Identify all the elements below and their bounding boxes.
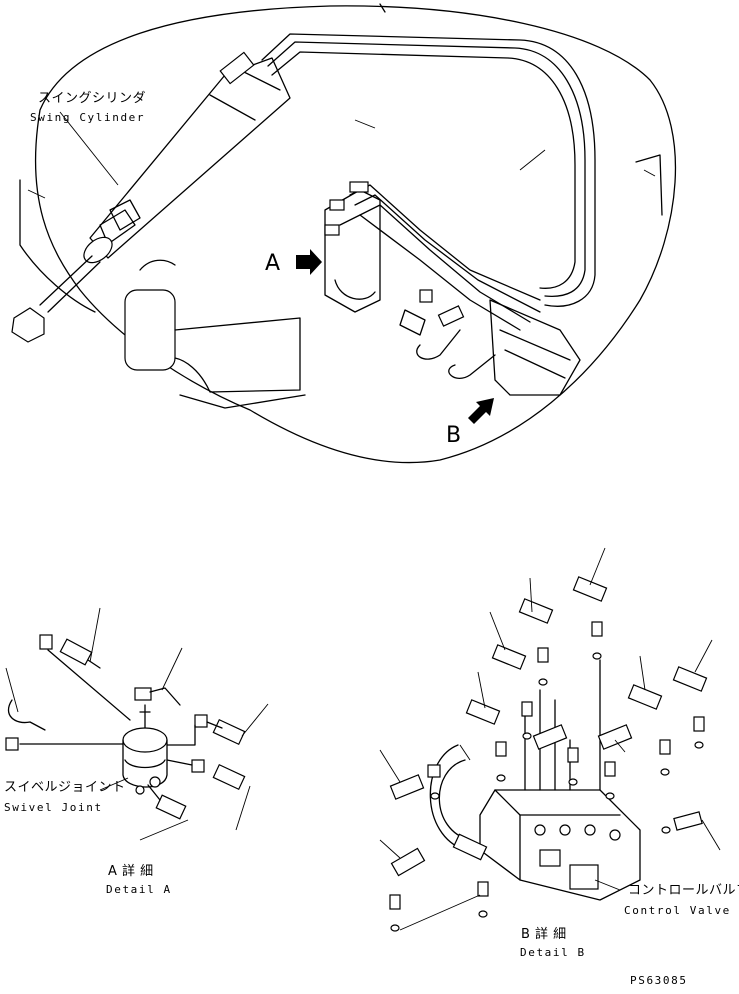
view-a-label: A: [265, 251, 281, 276]
control-valve-label-en: Control Valve: [624, 904, 731, 917]
swivel-joint-main: [324, 181, 541, 331]
swing-cylinder-label-jp: スイングシリンダ: [38, 91, 147, 106]
detail-b-title-jp: B 詳 細: [521, 927, 567, 942]
boom-bracket: [124, 259, 306, 409]
detail-b-drawing: [379, 547, 721, 932]
control-valve-main: [399, 289, 581, 396]
swivel-joint-label-jp: スイベルジョイント: [4, 780, 126, 795]
upper-structure-outline: [19, 3, 677, 464]
view-arrow-b: [468, 398, 494, 424]
hydraulic-lines: [261, 33, 596, 307]
detail-b-title-en: Detail B: [520, 946, 586, 959]
detail-a-title-en: Detail A: [106, 883, 172, 896]
detail-a-drawing: [5, 607, 269, 841]
control-valve-label-jp: コントロールバルブ: [628, 883, 739, 898]
drawing-number: PS63085: [630, 974, 688, 987]
detail-a-title-jp: A 詳 細: [108, 864, 154, 879]
view-arrow-a: [296, 249, 322, 275]
swing-cylinder: [11, 51, 291, 343]
view-b-label: B: [446, 423, 462, 448]
swivel-joint-label-en: Swivel Joint: [4, 801, 103, 814]
swing-cylinder-label-en: Swing Cylinder: [30, 111, 146, 124]
